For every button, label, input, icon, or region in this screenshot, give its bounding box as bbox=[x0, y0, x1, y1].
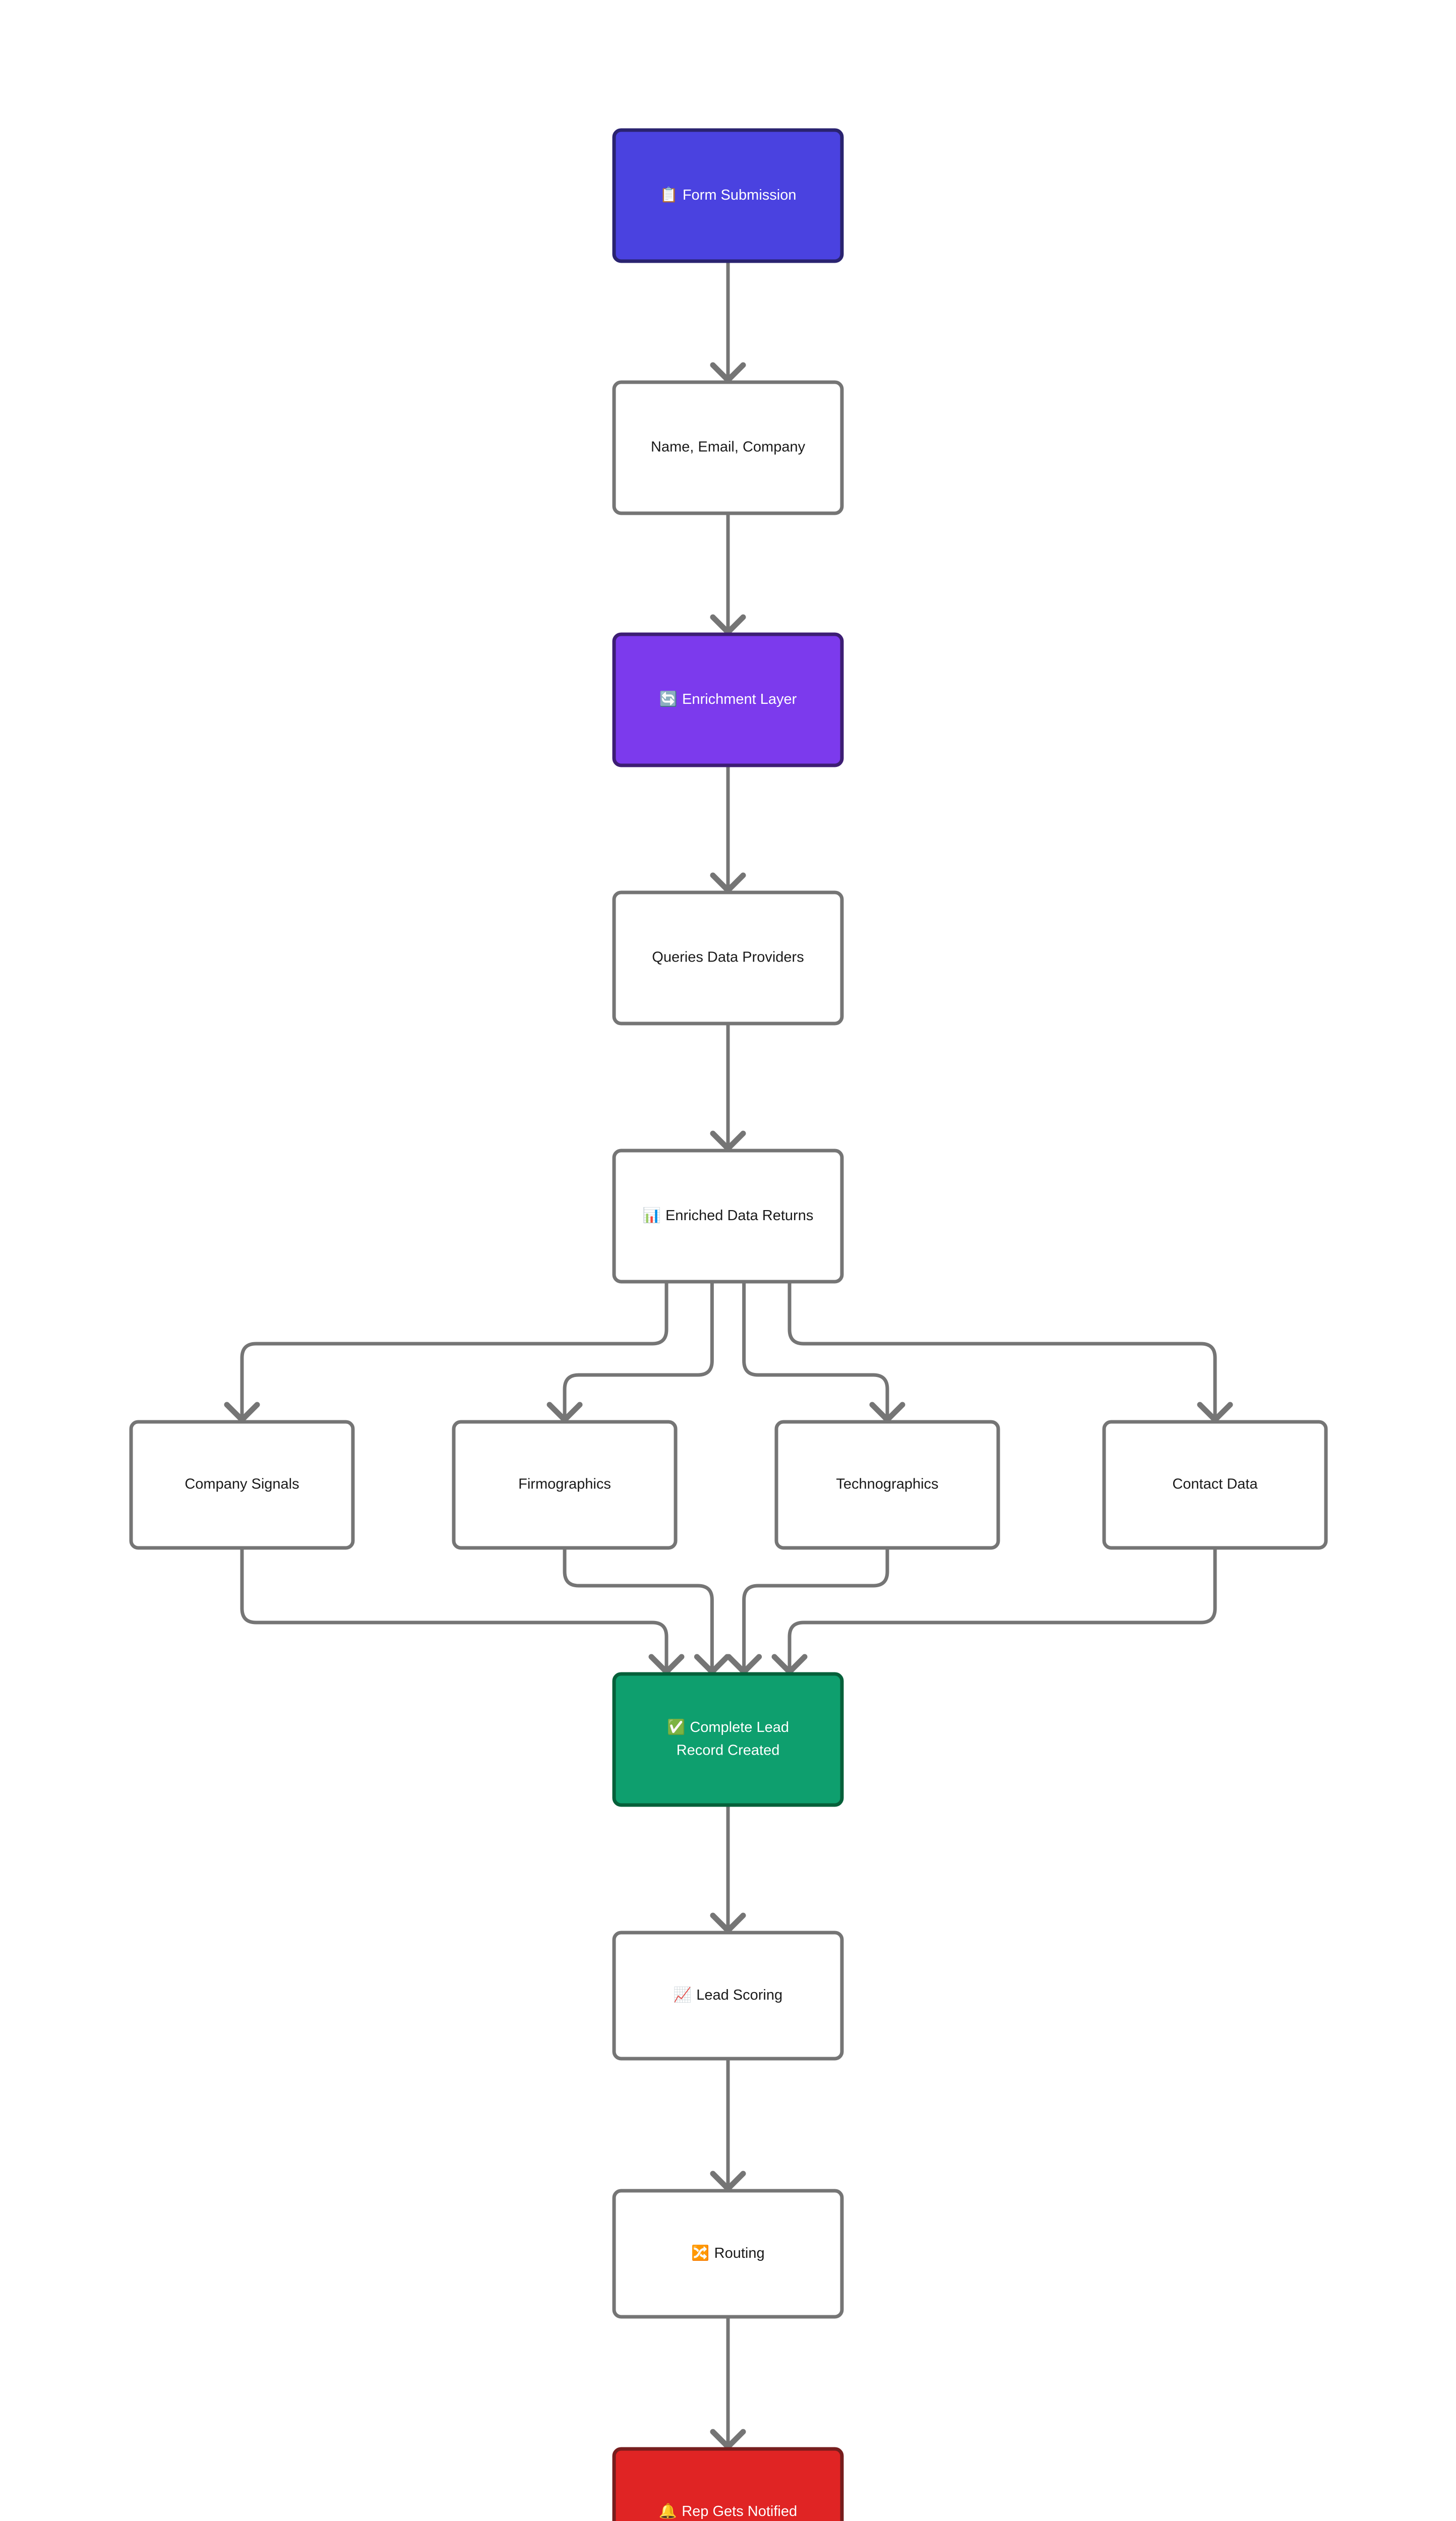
node-box-form-submission[interactable] bbox=[612, 128, 844, 263]
node-box-complete-lead-record-created[interactable] bbox=[612, 1672, 844, 1807]
node-lead-scoring[interactable]: 📈 Lead Scoring bbox=[612, 1931, 844, 2061]
edge-layer bbox=[224, 261, 1233, 2450]
node-box-contact-data[interactable] bbox=[1102, 1420, 1328, 1550]
node-contact-data[interactable]: Contact Data bbox=[1102, 1420, 1328, 1550]
edge-arrowhead bbox=[710, 1130, 746, 1152]
edge-arrowhead bbox=[710, 1912, 746, 1934]
edge-e6 bbox=[563, 1282, 714, 1420]
node-label-company-signals: Company Signals bbox=[185, 1476, 299, 1492]
node-label-technographics: Technographics bbox=[836, 1476, 938, 1492]
node-label-lead-scoring: 📈 Lead Scoring bbox=[674, 1986, 782, 2003]
edge-e5 bbox=[240, 1282, 669, 1420]
node-label-enriched-data-returns: 📊 Enriched Data Returns bbox=[643, 1207, 814, 1224]
edge-arrowhead bbox=[1197, 1402, 1233, 1423]
edge-arrowhead bbox=[648, 1654, 685, 1675]
bell-icon: 🔔 bbox=[659, 2502, 682, 2519]
node-box-name-email-company[interactable] bbox=[612, 380, 844, 515]
edge-arrowhead bbox=[726, 1654, 762, 1675]
node-routing[interactable]: 🔀 Routing bbox=[612, 2189, 844, 2319]
node-label-complete-lead-record-created: ✅ Complete Lead bbox=[667, 1718, 789, 1735]
edge-e10 bbox=[563, 1548, 714, 1672]
edge-arrowhead bbox=[869, 1402, 905, 1423]
node-technographics[interactable]: Technographics bbox=[774, 1420, 1000, 1550]
edge-arrowhead bbox=[694, 1654, 730, 1675]
node-label-enrichment-layer: 🔄 Enrichment Layer bbox=[659, 690, 797, 707]
node-box-enrichment-layer[interactable] bbox=[612, 632, 844, 767]
edge-e12 bbox=[787, 1548, 1217, 1672]
edge-e7 bbox=[742, 1282, 889, 1420]
node-label-contact-data: Contact Data bbox=[1172, 1476, 1258, 1492]
edge-arrowhead bbox=[710, 872, 746, 893]
edge-e8 bbox=[787, 1282, 1217, 1420]
edge-e11 bbox=[742, 1548, 889, 1672]
node-label-complete-lead-record-created: Record Created bbox=[677, 1743, 780, 1759]
node-box-routing[interactable] bbox=[612, 2189, 844, 2319]
bar-chart-icon: 📊 bbox=[643, 1207, 665, 1224]
edge-arrowhead bbox=[710, 2429, 746, 2450]
edge-arrowhead bbox=[710, 362, 746, 383]
node-box-technographics[interactable] bbox=[774, 1420, 1000, 1550]
node-label-form-submission: 📋 Form Submission bbox=[660, 186, 797, 203]
arrows-counterclockwise-icon: 🔄 bbox=[659, 690, 682, 707]
node-box-enriched-data-returns[interactable] bbox=[612, 1149, 844, 1284]
shuffle-icon: 🔀 bbox=[691, 2244, 714, 2261]
node-label-queries-data-providers: Queries Data Providers bbox=[652, 949, 804, 966]
chart-increasing-icon: 📈 bbox=[674, 1986, 696, 2003]
node-box-queries-data-providers[interactable] bbox=[612, 890, 844, 1026]
edge-arrowhead bbox=[771, 1654, 808, 1675]
edge-arrowhead bbox=[710, 2171, 746, 2192]
node-box-company-signals[interactable] bbox=[129, 1420, 355, 1550]
node-firmographics[interactable]: Firmographics bbox=[452, 1420, 678, 1550]
node-label-routing: 🔀 Routing bbox=[691, 2244, 764, 2261]
node-rep-gets-notified[interactable]: 🔔 Rep Gets Notified bbox=[612, 2447, 844, 2521]
node-enrichment-layer[interactable]: 🔄 Enrichment Layer bbox=[612, 632, 844, 767]
node-enriched-data-returns[interactable]: 📊 Enriched Data Returns bbox=[612, 1149, 844, 1284]
node-box-firmographics[interactable] bbox=[452, 1420, 678, 1550]
node-queries-data-providers[interactable]: Queries Data Providers bbox=[612, 890, 844, 1026]
node-company-signals[interactable]: Company Signals bbox=[129, 1420, 355, 1550]
edge-arrowhead bbox=[710, 614, 746, 635]
check-mark-button-icon: ✅ bbox=[667, 1718, 690, 1735]
node-label-firmographics: Firmographics bbox=[518, 1476, 611, 1492]
node-box-lead-scoring[interactable] bbox=[612, 1931, 844, 2061]
node-label-name-email-company: Name, Email, Company bbox=[651, 439, 806, 455]
node-name-email-company[interactable]: Name, Email, Company bbox=[612, 380, 844, 515]
edge-arrowhead bbox=[224, 1402, 260, 1423]
clipboard-icon: 📋 bbox=[660, 186, 683, 203]
node-form-submission[interactable]: 📋 Form Submission bbox=[612, 128, 844, 263]
edge-e9 bbox=[240, 1548, 669, 1672]
node-box-rep-gets-notified[interactable] bbox=[612, 2447, 844, 2521]
edge-arrowhead bbox=[547, 1402, 583, 1423]
node-label-rep-gets-notified: 🔔 Rep Gets Notified bbox=[659, 2502, 797, 2519]
